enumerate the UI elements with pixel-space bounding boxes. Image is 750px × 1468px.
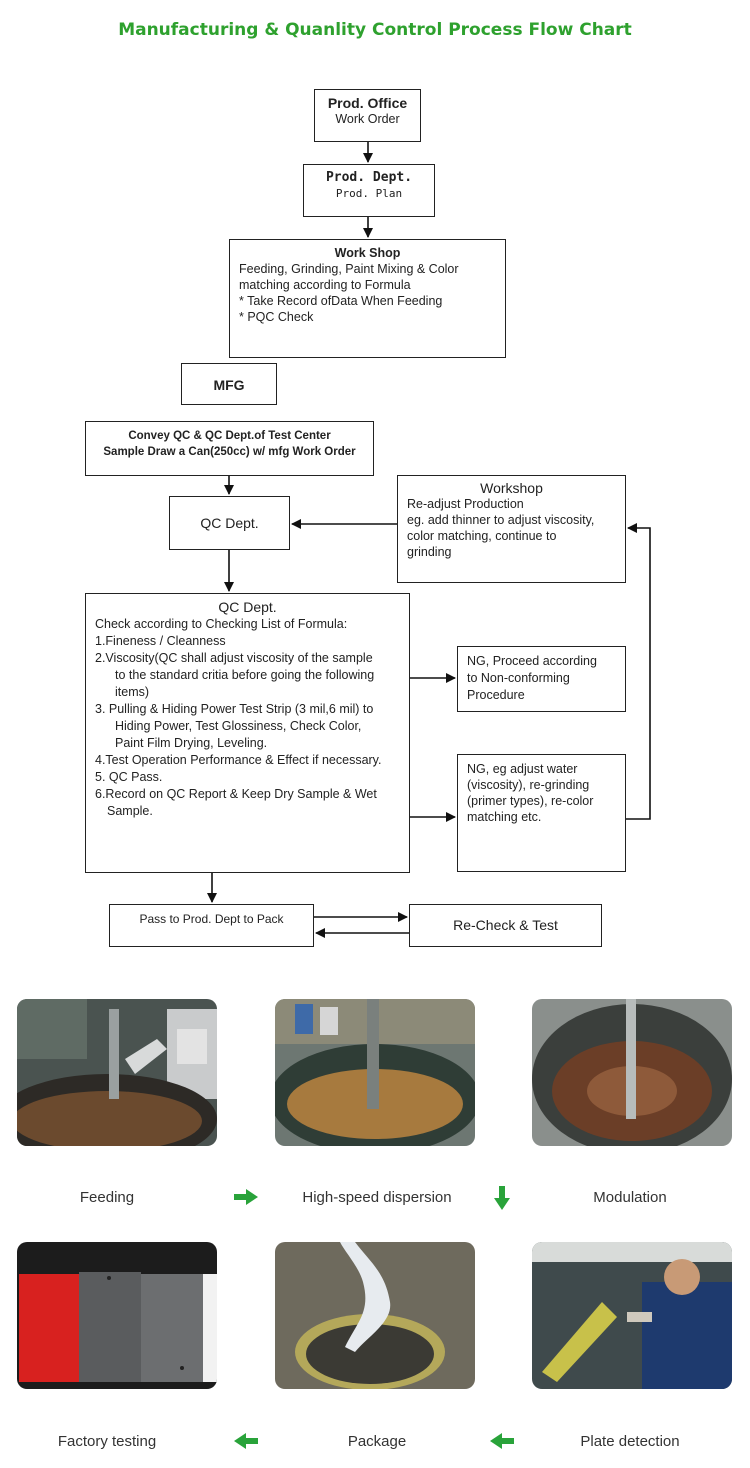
qc-check-title: QC Dept. [218, 599, 277, 615]
loop-ng2-to-workshop [626, 523, 651, 820]
workshop-readjust-title: Workshop [480, 480, 543, 496]
convey-line1: Convey QC & QC Dept.of Test Center [128, 430, 331, 442]
workshop-readjust-box: Workshop Re-adjust Production eg. add th… [397, 475, 626, 583]
qc-check-item-3c: Paint Film Drying, Leveling. [115, 736, 268, 750]
modulation-photo [532, 999, 732, 1146]
work-shop-title: Work Shop [334, 246, 401, 260]
package-photo [275, 1242, 475, 1389]
qc-dept-small-box: QC Dept. [169, 496, 290, 550]
ng-nonconforming-box: NG, Proceed according to Non-conforming … [457, 646, 626, 712]
qc-check-item-1: 1.Fineness / Cleanness [95, 634, 226, 648]
ng2-line2: (viscosity), re-grinding [467, 778, 590, 792]
step-feeding-label: Feeding [79, 1189, 135, 1206]
qc-check-item-3b: Hiding Power, Test Glossiness, Check Col… [115, 719, 362, 733]
ng1-line3: Procedure [467, 688, 525, 702]
prod-office-box: Prod. Office Work Order [314, 89, 421, 142]
qc-dept-small-label: QC Dept. [200, 515, 259, 531]
mfg-box: MFG [181, 363, 277, 405]
ng1-line2: to Non-conforming [467, 671, 570, 685]
ng2-line3: (primer types), re-color [467, 794, 594, 808]
work-shop-line4: * PQC Check [239, 310, 314, 324]
recheck-box: Re-Check & Test [409, 904, 602, 947]
step-plate-detection-label: Plate detection [580, 1433, 680, 1450]
plate-detection-photo [532, 1242, 732, 1389]
qc-check-item-5: 5. QC Pass. [95, 770, 163, 784]
step-testing-label: Factory testing [57, 1433, 157, 1450]
work-shop-line2: matching according to Formula [239, 278, 411, 292]
prod-dept-box: Prod. Dept. Prod. Plan [303, 164, 435, 217]
recheck-label: Re-Check & Test [453, 917, 558, 933]
qc-check-item-2c: items) [115, 685, 150, 699]
work-shop-line3: * Take Record ofData When Feeding [239, 294, 443, 308]
qc-check-item-6a: 6.Record on QC Report & Keep Dry Sample … [95, 787, 377, 801]
workshop-readjust-line1: Re-adjust Production [407, 497, 524, 511]
workshop-readjust-line4: grinding [407, 545, 452, 559]
ng-adjust-box: NG, eg adjust water (viscosity), re-grin… [457, 754, 626, 872]
step-modulation-label: Modulation [593, 1189, 667, 1206]
convey-box: Convey QC & QC Dept.of Test Center Sampl… [85, 421, 374, 476]
feeding-photo [17, 999, 217, 1146]
qc-check-item-6b: Sample. [107, 804, 153, 818]
qc-check-item-3a: 3. Pulling & Hiding Power Test Strip (3 … [95, 702, 374, 716]
step-package-label: Package [347, 1433, 407, 1450]
work-shop-box: Work Shop Feeding, Grinding, Paint Mixin… [229, 239, 506, 358]
pass-to-pack-box: Pass to Prod. Dept to Pack [109, 904, 314, 947]
ng1-line1: NG, Proceed according [467, 654, 597, 668]
ng2-line1: NG, eg adjust water [467, 762, 578, 776]
mfg-label: MFG [213, 377, 245, 393]
convey-line2: Sample Draw a Can(250cc) w/ mfg Work Ord… [103, 446, 356, 458]
step-dispersion-label: High-speed dispersion [302, 1189, 452, 1206]
workshop-readjust-line2: eg. add thinner to adjust viscosity, [407, 513, 595, 527]
prod-dept-title: Prod. Dept. [325, 170, 413, 185]
page-title: Manufacturing & Quanlity Control Process… [118, 20, 632, 40]
qc-dept-check-box: QC Dept. Check according to Checking Lis… [85, 593, 410, 873]
dispersion-photo [275, 999, 475, 1146]
qc-check-item-2a: 2.Viscosity(QC shall adjust viscosity of… [95, 651, 373, 665]
arrow-left-icon [234, 1433, 258, 1449]
arrow-left-icon [490, 1433, 514, 1449]
pass-label: Pass to Prod. Dept to Pack [139, 912, 284, 926]
flow-connectors [207, 141, 651, 938]
arrow-down-icon [494, 1186, 510, 1210]
qc-check-item-2b: to the standard critia before going the … [115, 668, 375, 682]
qc-check-intro: Check according to Checking List of Form… [95, 617, 348, 631]
qc-check-item-4: 4.Test Operation Performance & Effect if… [95, 753, 382, 767]
arrow-right-icon [234, 1189, 258, 1205]
workshop-readjust-line3: color matching, continue to [407, 529, 557, 543]
testing-photo [17, 1242, 217, 1389]
prod-office-title: Prod. Office [327, 95, 408, 111]
prod-office-sub: Work Order [335, 112, 400, 126]
prod-dept-sub: Prod. Plan [335, 187, 403, 200]
work-shop-line1: Feeding, Grinding, Paint Mixing & Color [239, 262, 459, 276]
ng2-line4: matching etc. [467, 810, 542, 824]
